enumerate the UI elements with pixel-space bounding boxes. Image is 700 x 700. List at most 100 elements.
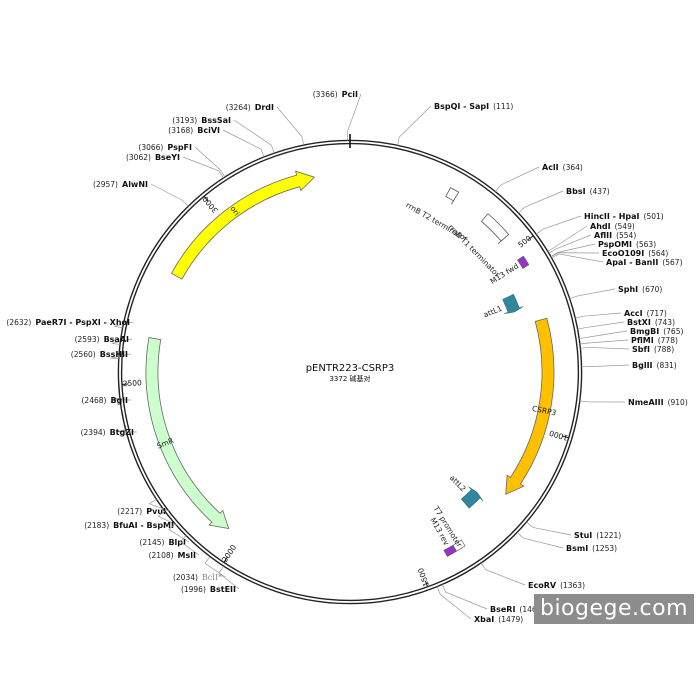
site-position: (1466) [519,605,544,614]
site-bfuai-bspmi: (2183)BfuAI - BspMI [84,510,178,530]
site-bspqi-sapi: BspQI - SapI(111) [397,102,513,146]
site-position: (3168) [168,126,193,135]
site-name: BstXI [627,318,651,327]
site-name: PspOMI [598,240,632,249]
site-position: (2394) [81,428,106,437]
site-leader [526,521,572,536]
tick-mark [203,196,209,202]
site-position: (1253) [592,544,617,553]
tick-mark [562,435,569,439]
site-label: AhdI(549) [590,222,635,231]
site-label: (3062)BseYI [126,153,180,162]
site-leader [218,565,240,590]
site-name: BseRI [490,605,515,614]
site-stui: StuI(1221) [526,521,621,540]
site-position: (501) [644,212,664,221]
site-position: (3066) [138,143,163,152]
site-leader [179,535,200,556]
site-name: EcoRV [528,581,557,590]
site-name: DrdI [255,103,274,112]
rrnb-t2-box [445,187,460,205]
feature-csrp3: CSRP3 [505,317,557,495]
site-leader [204,556,226,578]
site-bsshii: (2560)BssHII [71,350,132,359]
site-pcii: (3366)PciI [313,90,362,141]
site-paer7i-pspxi-xhoi: (2632)PaeR7I - PspXI - XhoI [6,318,134,329]
site-blpi: (2145)BlpI [140,523,190,547]
site-label: (3366)PciI [313,90,358,99]
feature-smr: SmR [145,337,230,529]
site-leader [569,288,616,299]
site-leader [194,146,226,178]
site-position: (765) [663,327,683,336]
site-label: (2217)PvuI [117,507,166,516]
attl1-label: attL1 [482,304,504,320]
watermark-background [534,594,694,624]
site-leader [276,106,305,146]
site-label: (2145)BlpI [140,538,187,547]
site-label: AclI(364) [542,163,583,172]
site-leader [441,584,488,610]
site-name: BtgZI [110,428,134,437]
site-bseyi: (3062)BseYI [126,153,224,179]
feature-ori: ori [170,170,316,280]
site-position: (563) [636,240,656,249]
plasmid-size: 3372 碱基对 [329,374,370,383]
site-label: EcoO109I(564) [602,249,668,258]
attl2-label: attL2 [448,473,468,493]
smr-arrow [145,337,230,529]
site-leader [233,119,275,154]
site-name: BbsI [566,187,586,196]
site-position: (2593) [75,335,100,344]
site-leader [168,523,190,543]
site-label: (2560)BssHII [71,350,128,359]
site-name: BsaAI [104,335,129,344]
site-position: (1479) [498,615,523,624]
site-label: SphI(670) [618,285,662,294]
site-label: BsmI (1253) [566,544,617,553]
site-leader [397,105,432,146]
site-name: BglII [632,361,653,370]
site-label: BglII(831) [632,361,677,370]
site-btgzi: (2394) BtgZI [81,428,138,437]
site-label: (3264)DrdI [226,103,274,112]
site-label: (2183)BfuAI - BspMI [84,521,174,530]
feature-rrnb-t1: rrnB T1 terminator [446,213,510,279]
site-name: BciVI [197,126,220,135]
site-position: (111) [493,102,513,111]
site-name: XbaI [474,615,494,624]
site-leader [577,321,625,330]
m13-fwd-marker [517,255,530,269]
site-label: BmgBI(765) [630,327,683,336]
site-nmeaiii: NmeAIII(910) [579,398,688,407]
tick-label: 1500 [416,566,431,587]
site-leader [550,243,596,257]
site-bsssai: (3193) BssSaI [172,116,275,154]
site-label: AflII(554) [594,231,636,240]
csrp3-arrow [505,317,555,495]
site-bsteii: (1996)BstEII [181,565,240,594]
site-name: BssSaI [201,116,231,125]
site-name: BfuAI - BspMI [113,521,174,530]
site-alwni: (2957)AlwNI [93,180,189,207]
site-leader [157,510,178,526]
site-position: (2560) [71,350,96,359]
rrnb-t1-box [480,213,510,244]
site-label: (2034)BclI* [173,573,222,582]
site-label: EcoRV(1363) [528,581,585,590]
site-name: SphI [618,285,638,294]
tick-label: 2000 [220,543,238,564]
site-name: BsmI [566,544,588,553]
site-position: (2632) [6,318,31,327]
site-label: StuI(1221) [574,531,621,540]
site-leader [580,347,630,350]
site-label: (2593) BsaAI [75,335,129,344]
site-name: HincII - HpaI [584,212,640,221]
site-position: (2468) [82,396,107,405]
site-position: (1996) [181,585,206,594]
site-acli: AclI(364) [495,163,583,192]
site-position: (3193) [172,116,197,125]
site-position: (3062) [126,153,151,162]
site-bglii: BglII(831) [581,361,677,370]
